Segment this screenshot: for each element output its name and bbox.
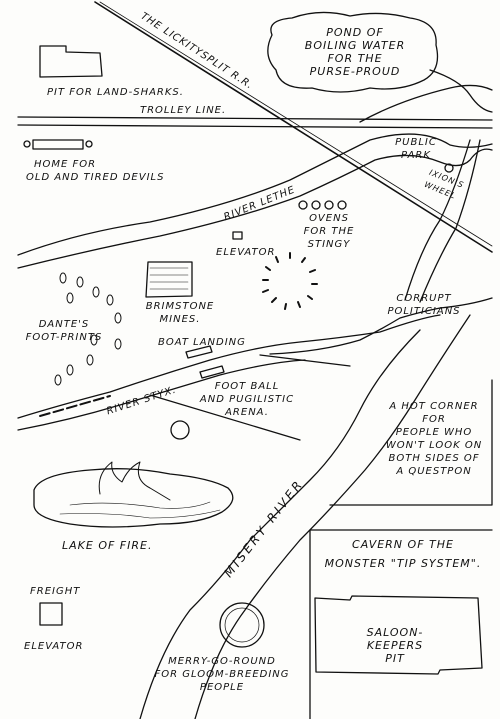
misery-river-bank-left — [139, 329, 421, 719]
misery-river-bank-right — [194, 314, 471, 719]
football-line: Foot Ball — [214, 381, 280, 392]
trolley-line-top — [17, 116, 493, 121]
pond-label-line: for the — [327, 52, 383, 65]
arena-line-a — [149, 394, 301, 441]
football-ball-icon — [170, 420, 190, 440]
boat-landing-icon — [185, 345, 213, 359]
home-devils-line: Home for — [34, 159, 97, 170]
brimstone-line: Brimstone — [145, 301, 215, 312]
public-park-line: Park — [401, 150, 431, 161]
home-devils-label: Home for Old and Tired Devils — [26, 158, 164, 184]
cavern-box — [309, 529, 493, 719]
home-devils-shape — [32, 139, 84, 150]
elevator-icon — [232, 231, 243, 240]
pond-outline — [267, 11, 439, 93]
freight-elevator-label: Elevator — [24, 641, 84, 652]
elevator-label: Elevator — [216, 247, 276, 258]
hot-corner-label: A Hot Corner for People who won't look o… — [378, 400, 490, 478]
fire-burst-icon — [262, 252, 318, 310]
hot-corner-line: for — [422, 414, 446, 425]
home-devils-knob-right — [85, 140, 93, 148]
lake-of-fire-outline — [33, 468, 234, 528]
river-lethe-bank-top — [17, 133, 493, 256]
corrupt-line: Politicians — [387, 306, 461, 317]
park-creek-right — [419, 139, 481, 303]
cavern-line: Monster "Tip System". — [324, 557, 482, 570]
lake-flames-icon — [98, 461, 171, 501]
boat-landing-icon — [199, 365, 225, 379]
trolley-line-bottom — [17, 124, 493, 129]
saloon-line: Saloon- — [366, 626, 424, 639]
oven-icon — [298, 200, 308, 210]
dantes-footprints-label: Dante's Foot-Prints — [24, 318, 104, 344]
merry-go-round-label: Merry-Go-Round for Gloom-Breeding People — [152, 655, 292, 694]
pond-label-line: Pond of — [326, 26, 384, 39]
cavern-line: Cavern of the — [352, 538, 454, 551]
merry-line: People — [199, 682, 245, 693]
ixion-wheel-icon — [444, 163, 454, 173]
hot-corner-line: won't look on — [385, 440, 483, 451]
pit-sharks-shape — [39, 45, 103, 78]
river-styx-bank-top — [17, 314, 441, 419]
cavern-label: Cavern of the Monster "Tip System". — [318, 538, 488, 570]
ovens-line: for the — [303, 226, 355, 237]
hot-corner-line: both sides of — [388, 453, 480, 464]
dantes-line: Dante's — [38, 319, 90, 330]
brimstone-line: Mines. — [159, 314, 201, 325]
river-lethe-bank-bottom — [17, 148, 493, 269]
oven-icon — [324, 200, 334, 210]
hot-corner-box — [329, 379, 493, 506]
pond-stream-a — [429, 69, 493, 113]
oven-icon — [337, 200, 347, 210]
brimstone-mines-shape — [145, 261, 193, 298]
saloon-keepers-label: Saloon- Keepers Pit — [330, 626, 460, 665]
football-line: and Pugilistic — [199, 394, 295, 405]
hot-corner-line: People who — [395, 427, 473, 438]
park-creek-left — [404, 139, 471, 301]
pit-sharks-label: Pit for Land-Sharks. — [47, 87, 184, 98]
public-park-line: Public — [395, 137, 437, 148]
freight-label: Freight — [30, 586, 81, 597]
corrupt-politicians-label: Corrupt Politicians — [378, 292, 470, 318]
boat-landing-label: Boat Landing — [158, 337, 246, 348]
corrupt-line: Corrupt — [396, 293, 452, 304]
saloon-line: Keepers — [366, 639, 424, 652]
river-styx-bank-bottom — [17, 359, 306, 431]
football-line: Arena. — [225, 407, 269, 418]
football-arena-label: Foot Ball and Pugilistic Arena. — [192, 380, 302, 419]
brimstone-label: Brimstone Mines. — [140, 300, 220, 326]
home-devils-knob-left — [23, 140, 31, 148]
hot-corner-line: A Hot Corner — [389, 401, 479, 412]
politicians-boundary — [269, 297, 493, 355]
pond-label-line: Purse-Proud — [309, 65, 401, 78]
saloon-line: Pit — [385, 652, 405, 665]
dantes-line: Foot-Prints — [25, 332, 103, 343]
pond-stream-b — [359, 84, 493, 123]
railroad-line-second — [99, 1, 493, 247]
arena-line-b — [259, 354, 351, 367]
pond-label-line: Boiling Water — [304, 39, 406, 52]
merry-line: Merry-Go-Round — [168, 656, 276, 667]
ovens-line: Ovens — [309, 213, 349, 224]
trolley-label: Trolley Line. — [140, 105, 227, 116]
merry-line: for Gloom-Breeding — [154, 669, 290, 680]
home-devils-line: Old and Tired Devils — [26, 172, 165, 183]
ovens-line: Stingy — [307, 239, 351, 250]
hot-corner-line: a Questpon — [396, 466, 472, 477]
oven-icon — [311, 200, 321, 210]
pond-label: Pond of Boiling Water for the Purse-Prou… — [290, 26, 420, 78]
public-park-label: Public Park — [386, 136, 446, 162]
styx-dashes — [39, 395, 111, 417]
lake-of-fire-label: Lake of Fire. — [62, 539, 153, 552]
freight-elevator-icon — [39, 602, 63, 626]
ovens-label: Ovens for the Stingy — [296, 212, 362, 251]
saloon-pit-shape — [314, 595, 483, 675]
merry-go-round-icon — [219, 602, 265, 648]
dante-footprints-icon — [54, 272, 122, 386]
